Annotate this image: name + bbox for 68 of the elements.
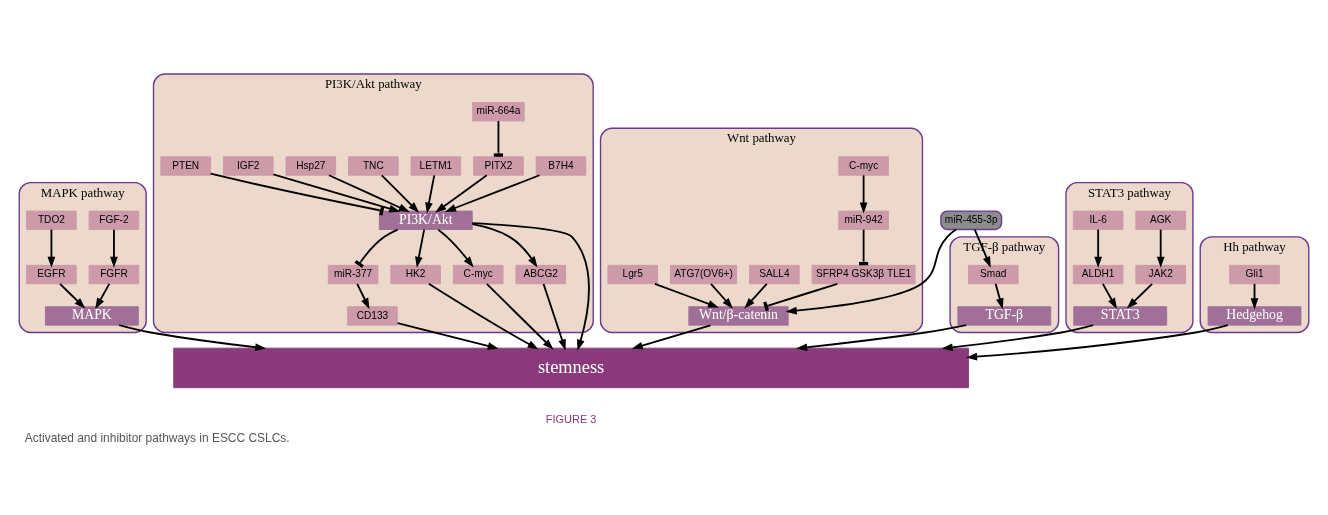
node-box: ATG7(OV6+) [670, 264, 738, 284]
node-box: STAT3 [1073, 305, 1168, 326]
arrow [994, 282, 1004, 309]
node-box: stemness [173, 347, 969, 388]
arrow [425, 173, 436, 214]
arrow [941, 323, 1095, 351]
node-box: ABCG2 [515, 264, 567, 284]
arrow [542, 282, 566, 350]
node-box: Gli1 [1229, 264, 1280, 284]
arrow [859, 173, 868, 214]
node-box: FGF-2 [88, 210, 140, 230]
node-box: FGFR [88, 264, 140, 284]
arrow [356, 282, 370, 309]
arrow [427, 282, 539, 349]
node-box: CD133 [347, 305, 398, 326]
node-box: Lgr5 [607, 264, 658, 284]
node-box: ALDH1 [1072, 264, 1124, 284]
arrow [59, 282, 86, 309]
arrow [415, 228, 426, 268]
node-box: LETM1 [410, 155, 462, 176]
arrow [95, 282, 111, 309]
node-box: PITX2 [473, 155, 524, 176]
node-box: MAPK [44, 305, 139, 326]
arrow [1101, 282, 1117, 309]
node-box: EGFR [26, 264, 77, 284]
arrow [110, 228, 118, 268]
node-box: C-myc [452, 264, 504, 284]
node-box: Hedgehog [1207, 305, 1302, 326]
node-box: IL-6 [1072, 210, 1124, 230]
node-box: C-myc [838, 155, 889, 176]
node-box: IGF2 [222, 155, 274, 176]
arrow [435, 173, 488, 213]
arrow [396, 321, 499, 350]
arrow [485, 282, 554, 350]
arrow [47, 228, 56, 268]
arrow [796, 323, 968, 351]
arrow [471, 222, 538, 267]
node-box: TDO2 [26, 210, 77, 230]
arrow [1156, 228, 1165, 268]
arrow [631, 323, 712, 349]
node-box: AGK [1135, 210, 1186, 230]
node-box: miR-664a [472, 101, 525, 121]
node-box: miR-377 [327, 264, 379, 284]
node-box: SFRP4 GSK3β TLE1 [811, 264, 916, 284]
node-box: Hsp27 [285, 155, 337, 176]
node-box: miR-942 [838, 210, 889, 230]
arrow [654, 282, 719, 308]
arrow [785, 228, 957, 314]
arrow [966, 323, 1229, 360]
node-box: SALL4 [749, 264, 800, 284]
arrow [437, 228, 474, 267]
node-box: TNC [348, 155, 399, 176]
caption: Activated and inhibitor pathways in ESCC CSLCs. [24, 430, 290, 445]
node-box: B7H4 [535, 155, 587, 176]
arrow [118, 323, 267, 351]
arrow [444, 173, 541, 212]
arrow [471, 221, 590, 351]
arrow [1094, 228, 1103, 268]
connector [354, 228, 399, 268]
node-box: PTEN [160, 155, 211, 176]
node-box: HK2 [390, 264, 441, 284]
label: FIGURE 3 [545, 412, 597, 425]
node-box: JAK2 [1135, 264, 1186, 284]
node-box: TGF-β [957, 305, 1052, 326]
arrow [1126, 282, 1154, 309]
node-box: Smad [968, 264, 1019, 284]
node-box: miR-455-3p [940, 209, 1003, 230]
arrow [710, 282, 733, 309]
